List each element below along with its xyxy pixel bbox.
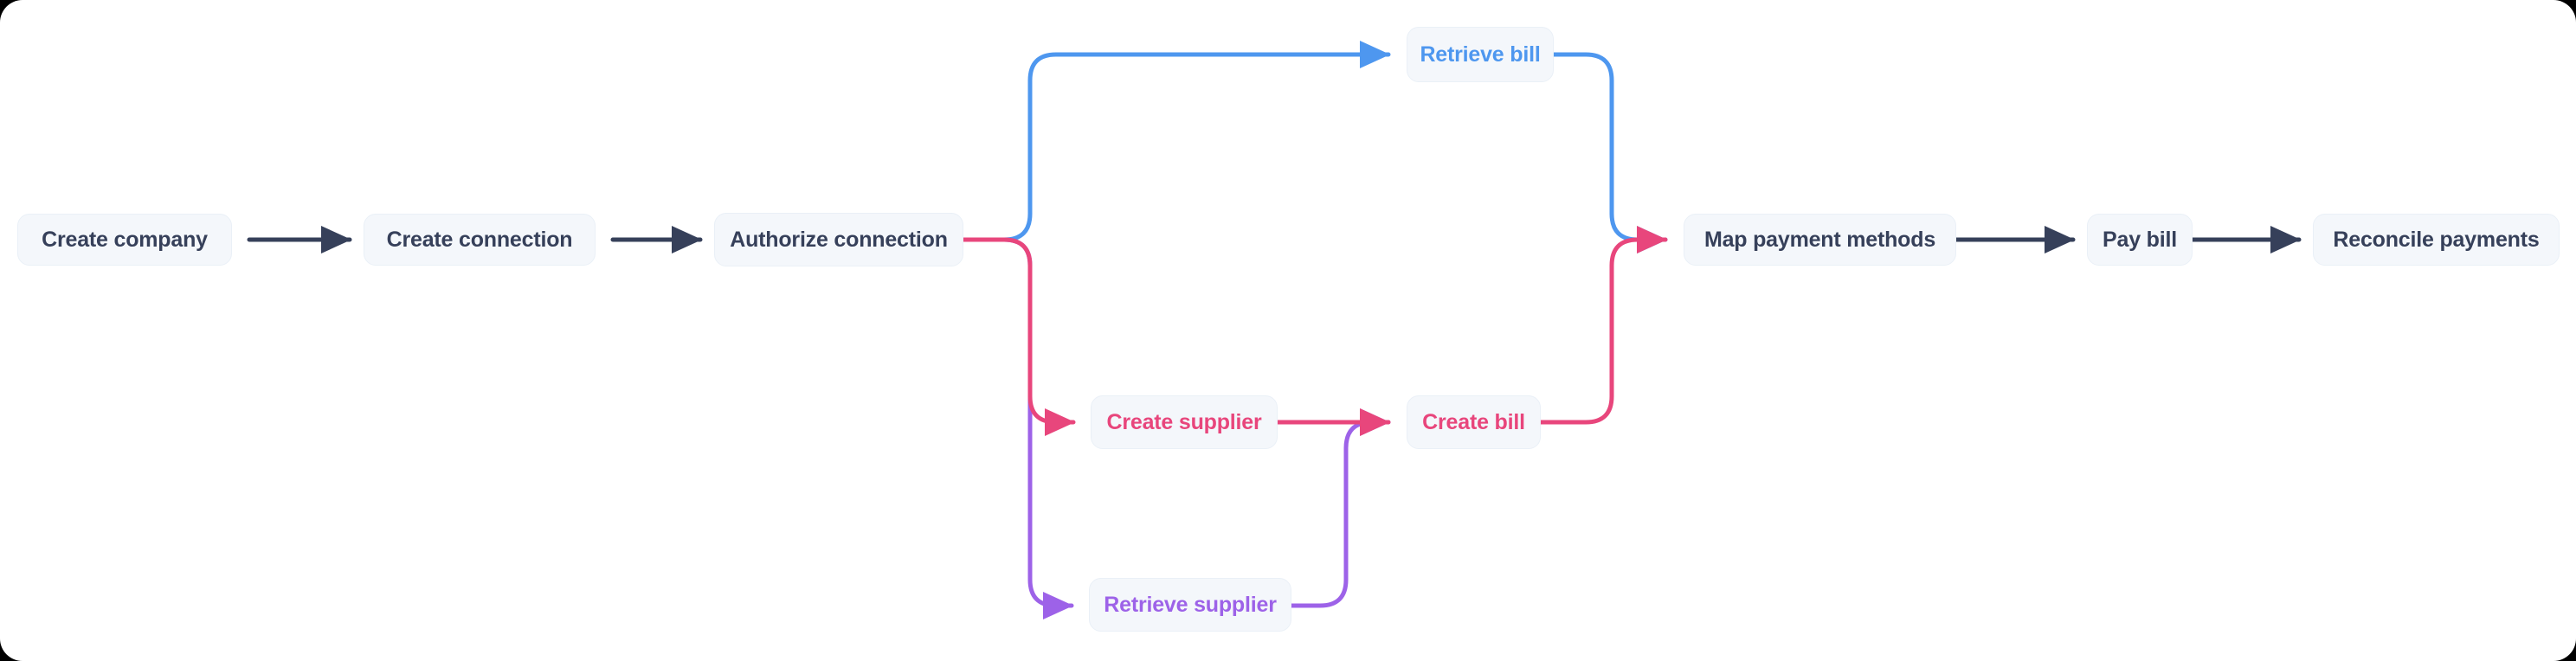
- node-pay-bill[interactable]: Pay bill: [2087, 214, 2193, 266]
- edge-retrieve-supplier-to-create-bill: [1289, 408, 1391, 608]
- node-map-payment-methods[interactable]: Map payment methods: [1684, 214, 1956, 266]
- edge-retrieve-bill-to-map: [1551, 52, 1668, 253]
- node-retrieve-bill[interactable]: Retrieve bill: [1407, 27, 1554, 82]
- edge-authorize-to-create-supplier: [961, 237, 1076, 436]
- edge-authorize-to-retrieve-bill: [961, 40, 1391, 242]
- edge-create-bill-to-map: [1538, 225, 1668, 425]
- node-create-bill[interactable]: Create bill: [1407, 395, 1541, 449]
- node-authorize-connection[interactable]: Authorize connection: [714, 213, 963, 266]
- node-create-company[interactable]: Create company: [17, 214, 232, 266]
- node-reconcile-payments[interactable]: Reconcile payments: [2313, 214, 2560, 266]
- node-create-connection[interactable]: Create connection: [364, 214, 596, 266]
- edge-authorize-to-retrieve-supplier: [961, 237, 1074, 619]
- node-retrieve-supplier[interactable]: Retrieve supplier: [1089, 578, 1291, 632]
- node-create-supplier[interactable]: Create supplier: [1091, 395, 1278, 449]
